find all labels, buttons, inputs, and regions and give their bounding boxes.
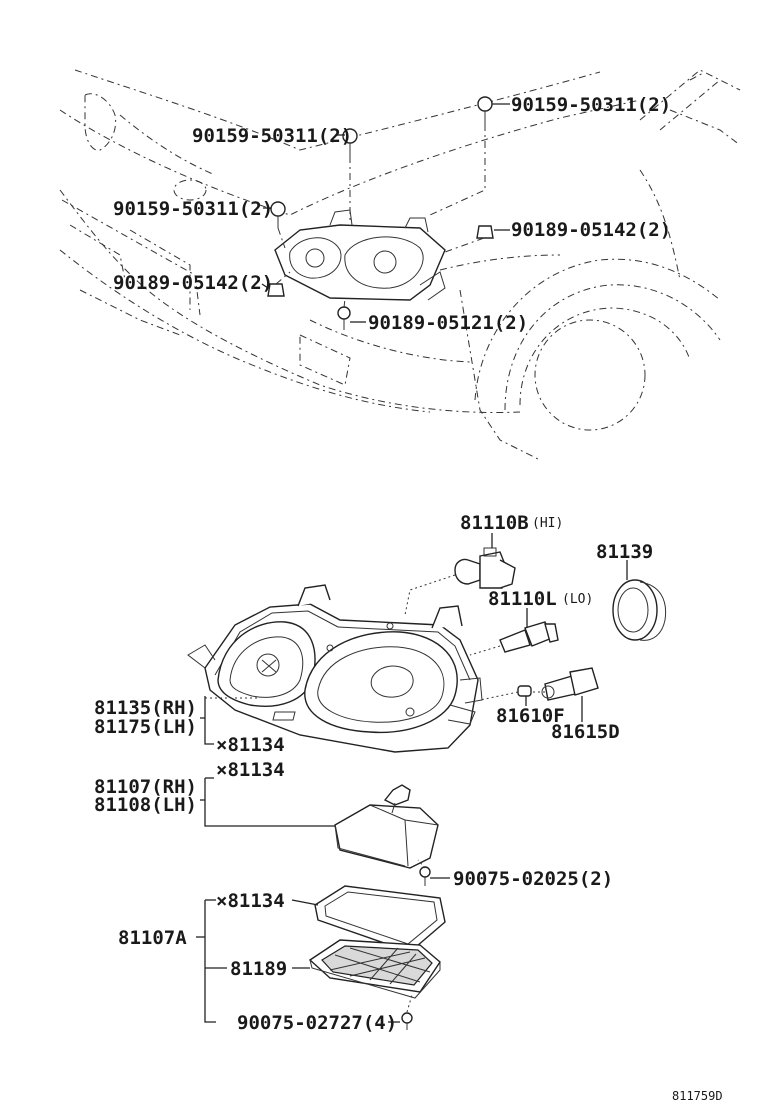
bolt-icon bbox=[270, 201, 286, 228]
callout-90159-50311-upper-mid: 90159-50311(2) bbox=[192, 125, 352, 147]
callout-90189-05121: 90189-05121(2) bbox=[368, 312, 528, 334]
clip-icon bbox=[476, 225, 494, 239]
gasket-icon bbox=[314, 885, 446, 953]
side-socket-icon bbox=[541, 667, 599, 701]
screw-icon bbox=[401, 1012, 413, 1030]
callout-90189-05142-right: 90189-05142(2) bbox=[511, 219, 671, 241]
lo-beam-bulb-icon bbox=[499, 621, 559, 653]
callout-81107-rh: 81107(RH) bbox=[94, 776, 197, 798]
callout-81134-third: ×81134 bbox=[216, 890, 285, 912]
callout-81135-rh: 81135(RH) bbox=[94, 697, 197, 719]
cover-icon bbox=[308, 939, 441, 999]
callout-90075-02025: 90075-02025(2) bbox=[453, 868, 613, 890]
vehicle-front-illustration bbox=[59, 69, 741, 461]
callout-90159-50311-left: 90159-50311(2) bbox=[113, 198, 273, 220]
clip-icon bbox=[267, 283, 285, 297]
callout-81134-second: ×81134 bbox=[216, 759, 285, 781]
callout-81110L-tag: (LO) bbox=[562, 592, 593, 607]
callout-90189-05142-left: 90189-05142(2) bbox=[113, 272, 273, 294]
screw-icon bbox=[419, 866, 431, 886]
callout-81110L: 81110L bbox=[488, 588, 557, 610]
screw-icon bbox=[337, 306, 351, 330]
bolt-icon bbox=[477, 96, 493, 124]
callout-81107A: 81107A bbox=[118, 927, 187, 949]
callout-81108-lh: 81108(LH) bbox=[94, 794, 197, 816]
side-bulb-icon bbox=[517, 685, 532, 697]
callout-81189: 81189 bbox=[230, 958, 287, 980]
callout-81134-first: ×81134 bbox=[216, 734, 285, 756]
callout-90159-50311-upper-right: 90159-50311(2) bbox=[511, 94, 671, 116]
ballast-unit-icon bbox=[334, 784, 439, 869]
bolt-icon bbox=[342, 128, 358, 156]
callout-81110B-tag: (HI) bbox=[532, 516, 563, 531]
callout-81110B: 81110B bbox=[460, 512, 529, 534]
callout-81610F: 81610F bbox=[496, 705, 565, 727]
headlamp-assembly-illustration bbox=[187, 533, 667, 1030]
callout-81615D: 81615D bbox=[551, 721, 620, 743]
hi-beam-bulb-icon bbox=[454, 547, 516, 589]
callout-81139: 81139 bbox=[596, 541, 653, 563]
figure-code: 811759D bbox=[672, 1089, 723, 1103]
callout-81175-lh: 81175(LH) bbox=[94, 716, 197, 738]
socket-cover-icon bbox=[612, 579, 667, 641]
callout-90075-02727: 90075-02727(4) bbox=[237, 1012, 397, 1034]
